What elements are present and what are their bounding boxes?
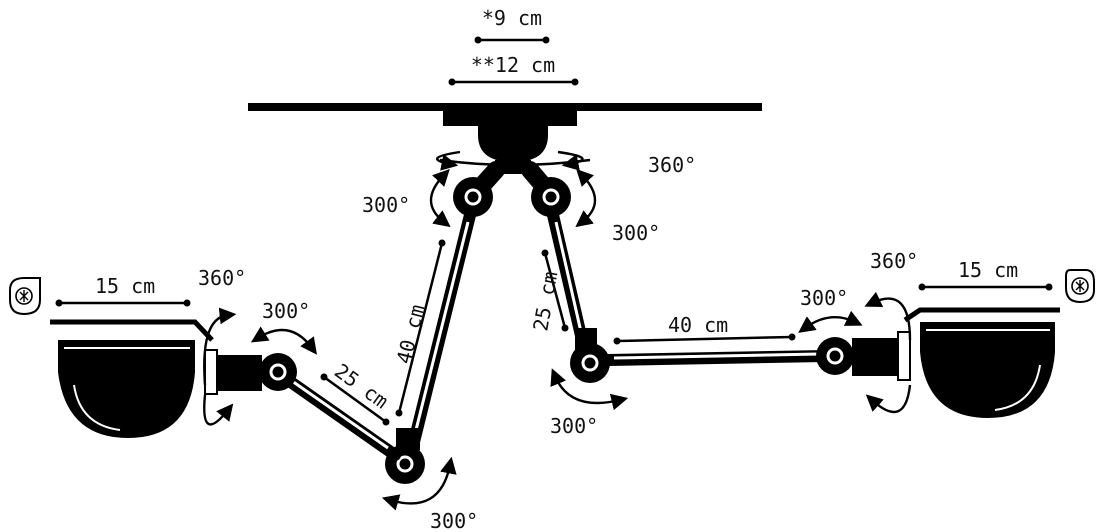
left-long-arm-dimension	[395, 239, 446, 417]
left-elbow-joint-label: 300°	[430, 509, 478, 532]
top-left-joint	[453, 161, 505, 217]
right-shade-width-dimension	[918, 283, 1053, 291]
right-shade-width-label: 15 cm	[958, 258, 1018, 282]
left-elbow-rotation-arrow	[381, 456, 457, 511]
left-shade-rotation-label: 360°	[198, 266, 246, 290]
left-short-arm	[279, 372, 401, 461]
bulb-socket-icon	[1065, 269, 1095, 304]
plate-large-dim-label: **12 cm	[471, 53, 555, 77]
top-right-joint-rotation-arrow	[575, 168, 597, 228]
left-lamp-shade	[50, 319, 262, 438]
base-rotation-arrow	[436, 150, 591, 171]
top-right-joint-label: 300°	[612, 221, 660, 245]
right-elbow-joint	[570, 328, 610, 383]
right-shade-joint	[816, 337, 854, 375]
right-shade-rotation-label: 360°	[870, 249, 918, 273]
dimension-9cm	[474, 36, 550, 44]
right-shade-joint-label: 300°	[800, 286, 848, 310]
left-shade-width-label: 15 cm	[95, 274, 155, 298]
right-short-arm-dimension	[541, 249, 569, 332]
bulb-socket-icon	[9, 277, 41, 316]
right-lamp-shade	[852, 307, 1060, 418]
left-shade-joint-label: 300°	[262, 299, 310, 323]
plate-small-dim-label: *9 cm	[482, 6, 542, 30]
left-short-arm-dimension	[320, 373, 390, 426]
left-shade-rotation-arrow	[203, 307, 237, 426]
right-elbow-rotation-arrow	[550, 368, 629, 411]
right-long-arm-dimension	[613, 333, 796, 345]
left-shade-joint	[259, 353, 297, 391]
right-shade-rotation-arrow	[864, 291, 912, 414]
dimension-12cm	[448, 78, 579, 86]
left-shade-width-dimension	[55, 299, 191, 307]
right-short-arm	[547, 209, 588, 346]
left-long-arm	[406, 209, 476, 456]
right-short-arm-label: 25 cm	[528, 269, 562, 332]
top-left-joint-label: 300°	[362, 193, 410, 217]
right-elbow-joint-label: 300°	[550, 414, 598, 438]
right-long-arm-label: 40 cm	[668, 313, 728, 337]
right-long-arm	[602, 350, 831, 366]
left-shade-joint-rotation-arrow	[250, 326, 317, 355]
top-left-joint-rotation-arrow	[429, 168, 451, 228]
base-rotation-label: 360°	[648, 153, 696, 177]
top-right-joint	[521, 161, 571, 217]
left-long-arm-label: 40 cm	[392, 302, 430, 366]
right-shade-joint-rotation-arrow	[798, 310, 863, 333]
